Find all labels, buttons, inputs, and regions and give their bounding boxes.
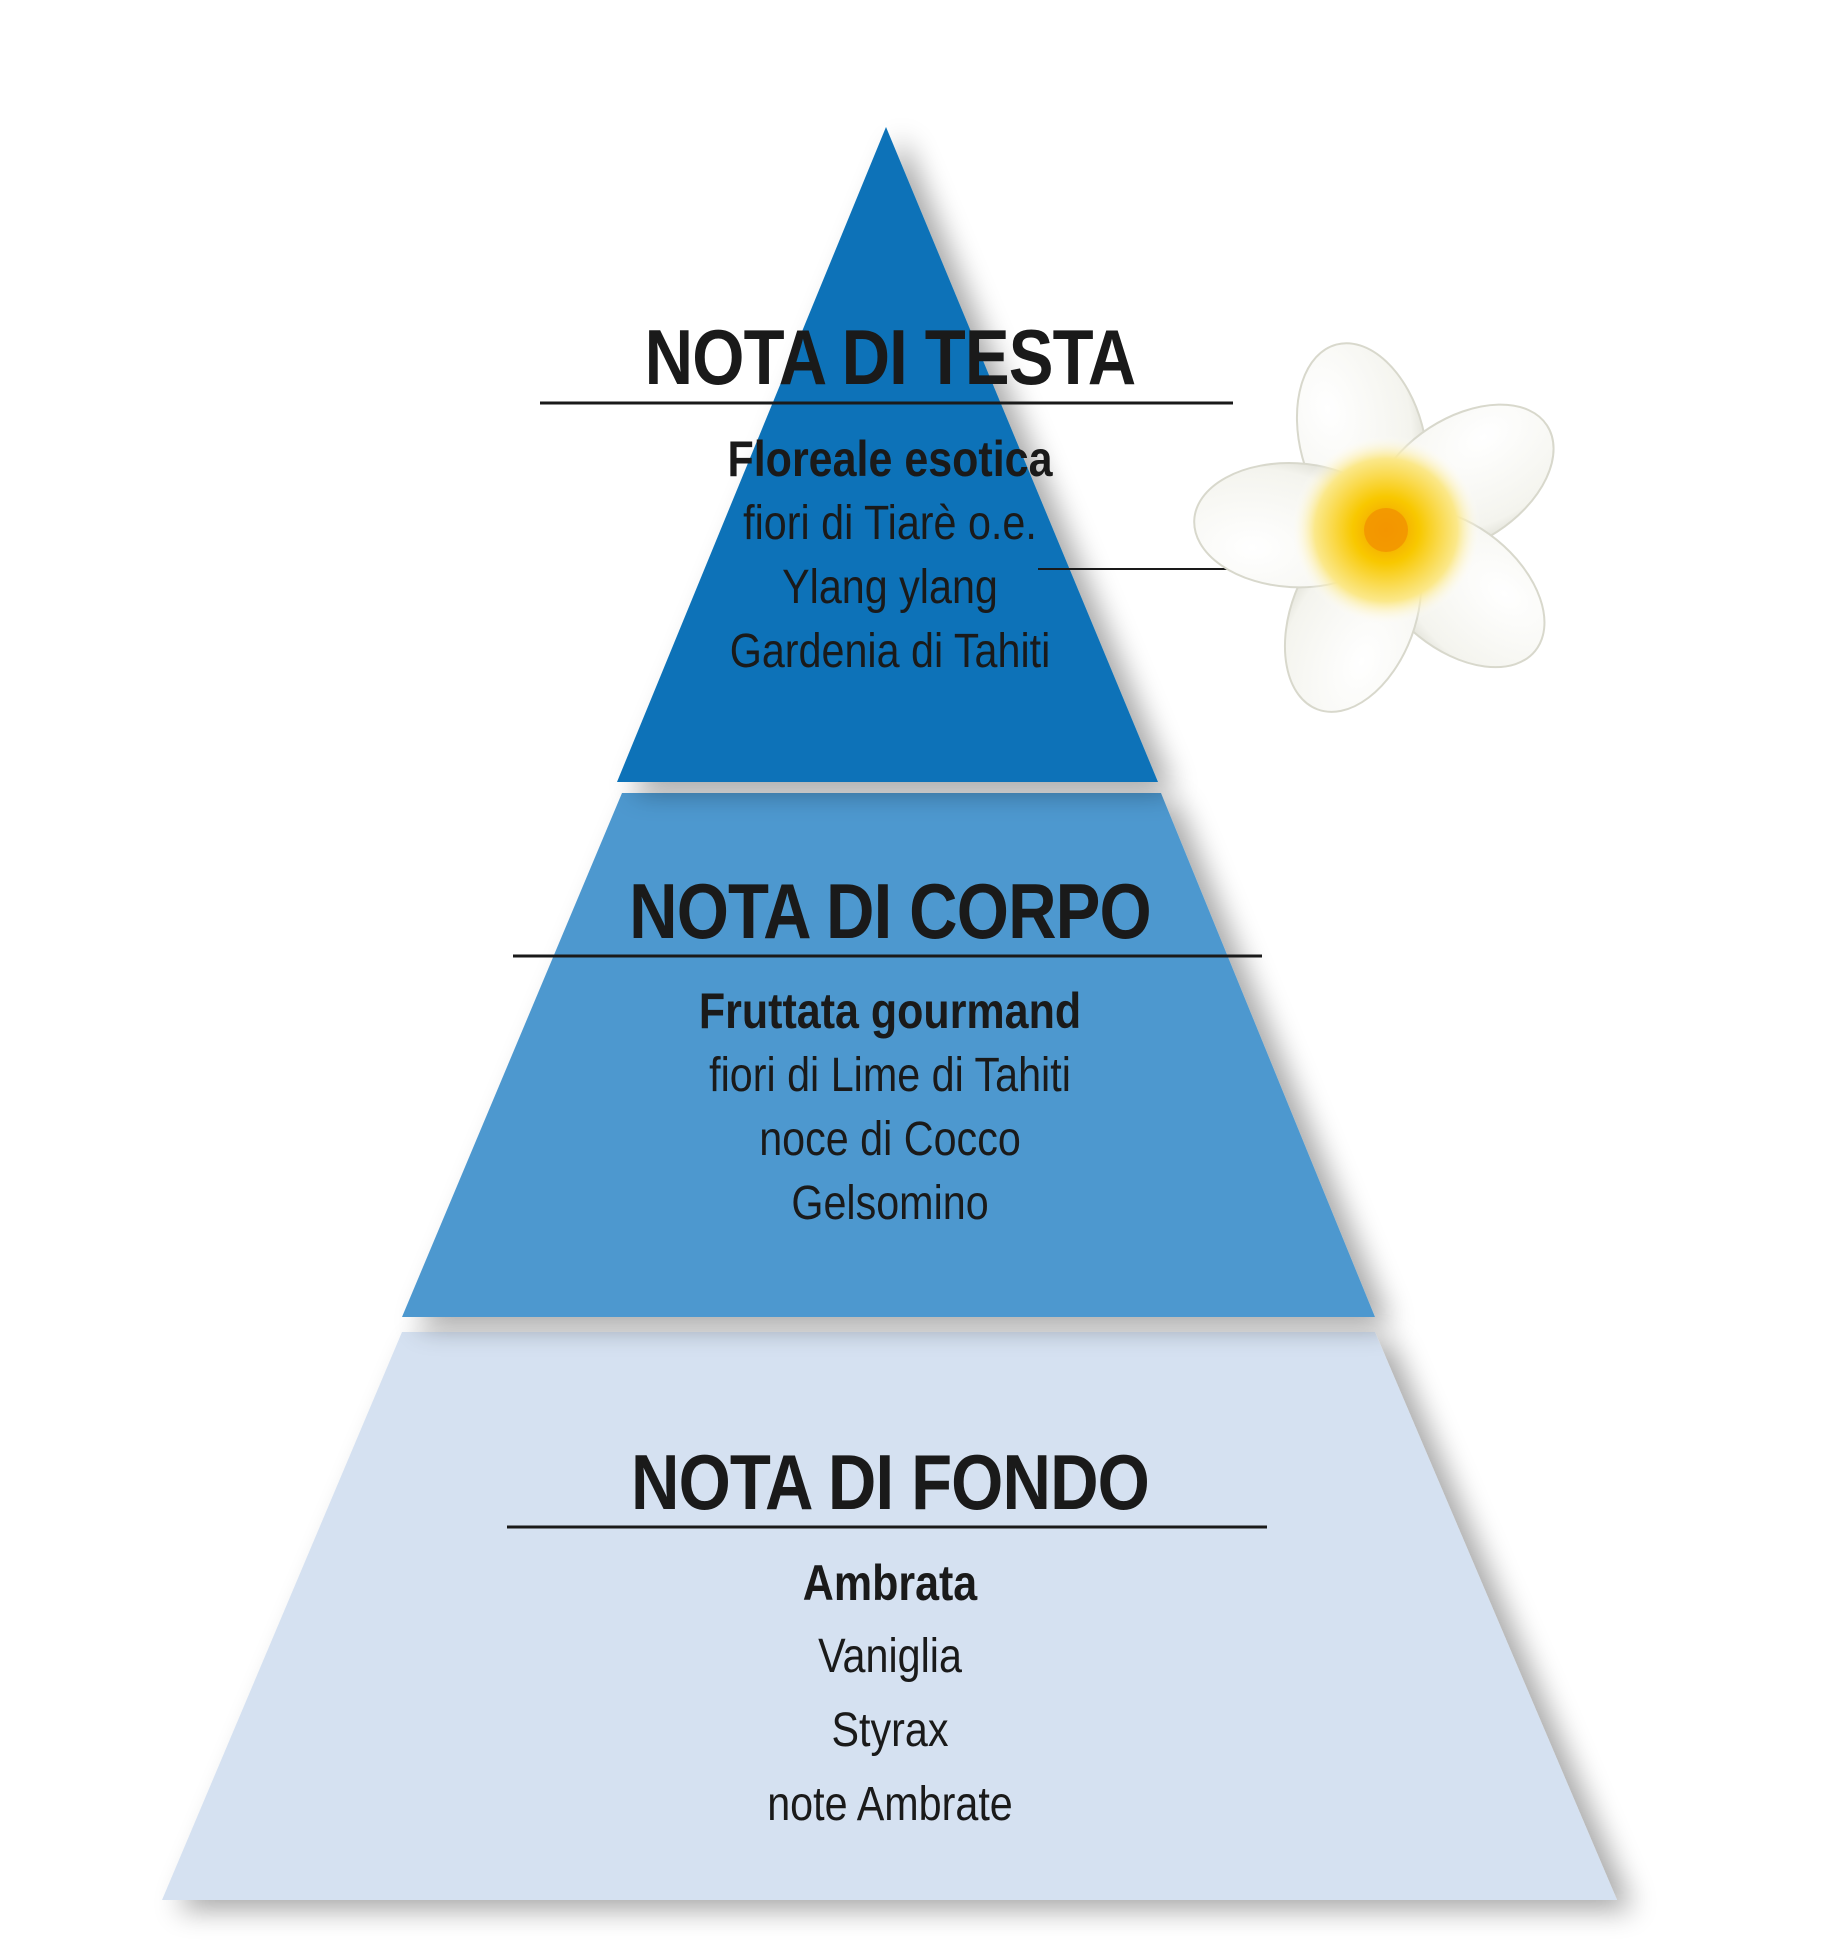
tier-corpo-title: NOTA DI CORPO: [629, 867, 1152, 955]
tier-fondo-notes: Vaniglia Styrax note Ambrate: [125, 1620, 1656, 1842]
list-item: Styrax: [831, 1704, 949, 1757]
list-item: fiori di Tiarè o.e.: [743, 497, 1037, 550]
list-item: fiori di Lime di Tahiti: [709, 1049, 1071, 1102]
list-item: noce di Cocco: [759, 1113, 1021, 1166]
list-item: Vaniglia: [818, 1630, 962, 1683]
tier-corpo-band: [402, 793, 1375, 1317]
tier-testa-band: [617, 127, 1158, 782]
tier-fondo-title: NOTA DI FONDO: [631, 1438, 1150, 1526]
tier-corpo-category: Fruttata gourmand: [698, 983, 1082, 1039]
list-item: note Ambrate: [767, 1778, 1013, 1831]
tier-corpo-notes: fiori di Lime di Tahiti noce di Cocco Ge…: [125, 1044, 1656, 1236]
tier-fondo-band: [162, 1332, 1617, 1900]
list-item: Gardenia di Tahiti: [729, 625, 1051, 678]
frangipani-flower-icon: [1193, 342, 1555, 713]
list-item: Gelsomino: [791, 1177, 989, 1230]
tier-testa-category: Floreale esotica: [727, 431, 1053, 487]
list-item: Ylang ylang: [782, 561, 998, 614]
tier-testa-notes: fiori di Tiarè o.e. Ylang ylang Gardenia…: [125, 492, 1656, 684]
tier-fondo-category: Ambrata: [802, 1555, 978, 1611]
tier-testa-title: NOTA DI TESTA: [644, 313, 1137, 401]
